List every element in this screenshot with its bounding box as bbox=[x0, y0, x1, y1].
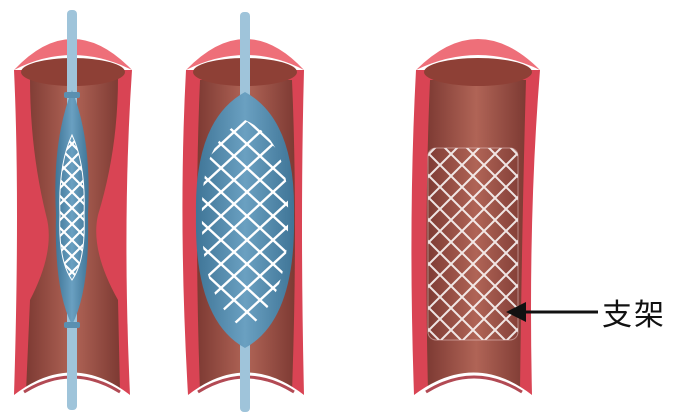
stent-label: 支架 bbox=[602, 290, 666, 334]
panel-1-catheter-insertion bbox=[14, 10, 132, 410]
stent-deployed bbox=[428, 148, 518, 340]
panel-3-deployed-stent bbox=[411, 39, 540, 395]
panel-2-balloon-inflation bbox=[182, 12, 304, 412]
